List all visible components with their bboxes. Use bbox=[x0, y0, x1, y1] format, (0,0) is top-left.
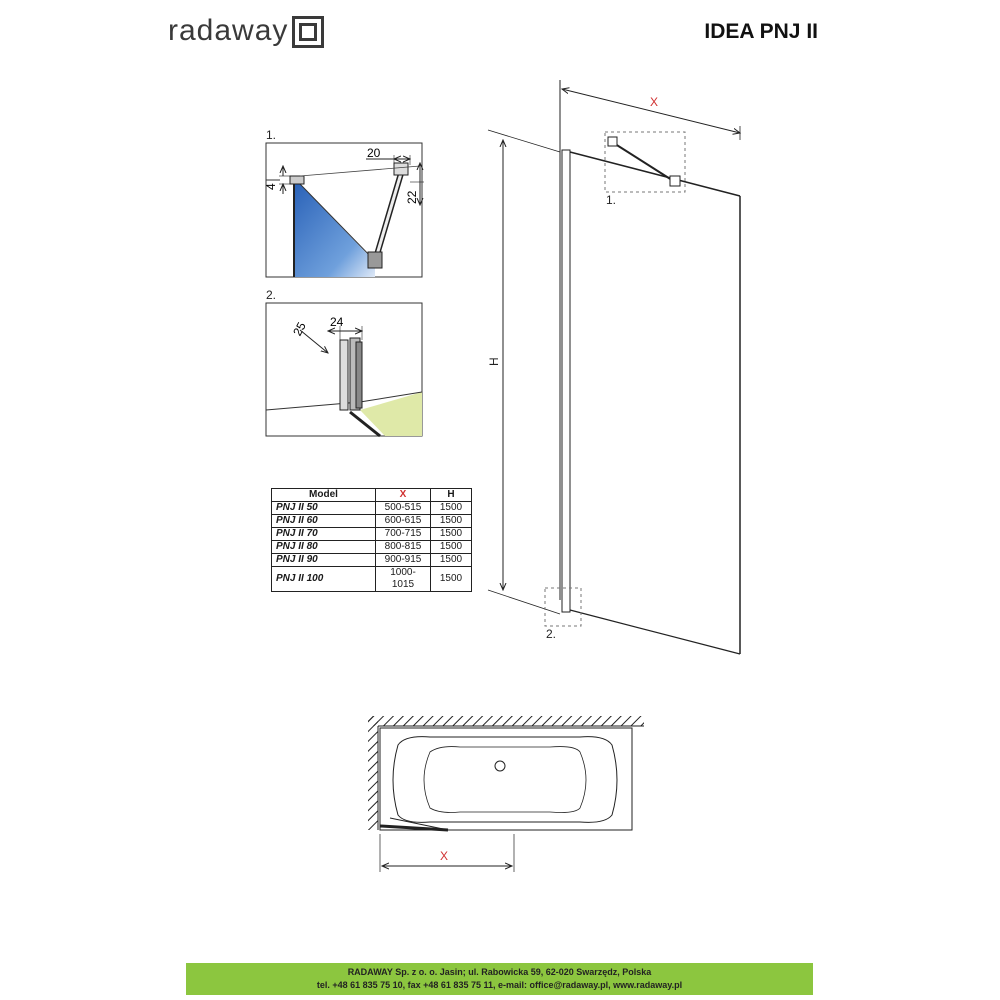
glass-panel bbox=[294, 184, 375, 277]
detail-1-label: 1. bbox=[266, 128, 277, 142]
table-row: PNJ II 60 600-615 1500 bbox=[271, 514, 472, 528]
cell-h: 1500 bbox=[430, 540, 472, 554]
table-row: PNJ II 70 700-715 1500 bbox=[271, 527, 472, 541]
cell-model: PNJ II 90 bbox=[271, 553, 376, 567]
cell-h: 1500 bbox=[430, 553, 472, 567]
detail-2-label: 2. bbox=[266, 288, 277, 302]
main-callout-1: 1. bbox=[606, 193, 616, 207]
detail-1-dim-4: 4 bbox=[264, 183, 278, 190]
plan-dim-x: X bbox=[440, 849, 448, 863]
detail-2-dim-24: 24 bbox=[330, 315, 344, 329]
brand-name: radaway bbox=[168, 14, 289, 47]
product-title: IDEA PNJ II bbox=[704, 20, 818, 43]
cell-x: 600-615 bbox=[375, 514, 431, 528]
cell-model: PNJ II 50 bbox=[271, 501, 376, 515]
model-specs-table: Model X H PNJ II 50 500-515 1500 PNJ II … bbox=[271, 488, 472, 592]
detail-1-dim-20: 20 bbox=[367, 146, 381, 160]
cell-x: 800-815 bbox=[375, 540, 431, 554]
cell-model: PNJ II 100 bbox=[271, 566, 376, 592]
cell-model: PNJ II 60 bbox=[271, 514, 376, 528]
footer-contact: tel. +48 61 835 75 10, fax +48 61 835 75… bbox=[316, 980, 683, 990]
floor-area bbox=[360, 392, 422, 436]
cell-h: 1500 bbox=[430, 514, 472, 528]
detail-1-dim-22: 22 bbox=[405, 190, 419, 204]
cell-model: PNJ II 80 bbox=[271, 540, 376, 554]
table-row: PNJ II 50 500-515 1500 bbox=[271, 501, 472, 515]
brand-logo-icon bbox=[292, 16, 324, 48]
main-dim-h: H bbox=[487, 357, 501, 366]
header-model: Model bbox=[271, 488, 376, 502]
cell-h: 1500 bbox=[430, 527, 472, 541]
table-row: PNJ II 100 1000-1015 1500 bbox=[271, 566, 472, 592]
detail-2-dim-25: 25 bbox=[290, 319, 309, 338]
cell-h: 1500 bbox=[430, 501, 472, 515]
header-h: H bbox=[430, 488, 472, 502]
main-view bbox=[487, 80, 740, 655]
cell-x: 500-515 bbox=[375, 501, 431, 515]
cell-x: 700-715 bbox=[375, 527, 431, 541]
header-x: X bbox=[375, 488, 431, 502]
cell-x: 1000-1015 bbox=[375, 566, 431, 592]
cell-model: PNJ II 70 bbox=[271, 527, 376, 541]
plan-view bbox=[368, 716, 644, 872]
detail-1-drawing bbox=[265, 142, 424, 278]
cell-h: 1500 bbox=[430, 566, 472, 592]
table-header-row: Model X H bbox=[271, 488, 472, 502]
footer-address: RADAWAY Sp. z o. o. Jasin; ul. Rabowicka… bbox=[347, 967, 652, 977]
main-dim-x: X bbox=[650, 95, 658, 109]
cell-x: 900-915 bbox=[375, 553, 431, 567]
table-row: PNJ II 80 800-815 1500 bbox=[271, 540, 472, 554]
detail-2-drawing bbox=[265, 302, 423, 438]
footer-bar: RADAWAY Sp. z o. o. Jasin; ul. Rabowicka… bbox=[186, 963, 813, 995]
table-row: PNJ II 90 900-915 1500 bbox=[271, 553, 472, 567]
main-callout-2: 2. bbox=[546, 627, 556, 641]
